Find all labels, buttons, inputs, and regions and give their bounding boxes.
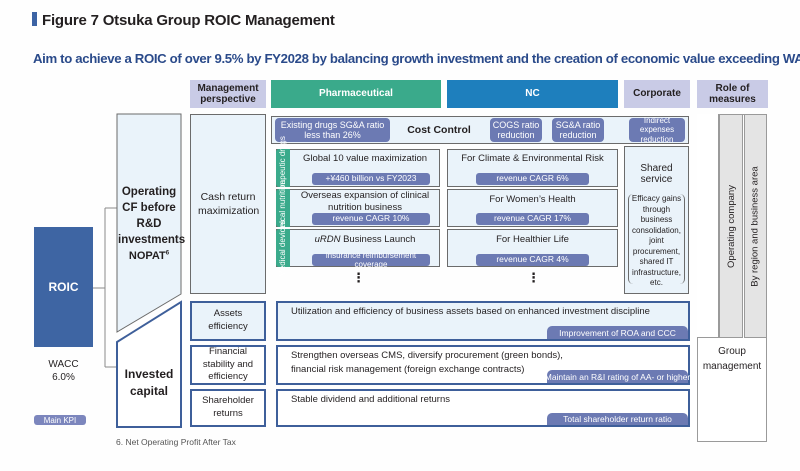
continuation-dots: ⋮ bbox=[352, 270, 365, 285]
segment-kpi: revenue CAGR 17% bbox=[476, 213, 589, 225]
operating-cf-shape bbox=[116, 113, 182, 333]
perspective-label: Shareholder returns bbox=[202, 395, 254, 419]
segment-kpi: revenue CAGR 6% bbox=[476, 173, 589, 185]
segment-side-label: Clinical nutrition bbox=[276, 180, 290, 236]
capital-row-text-line: Strengthen overseas CMS, diversify procu… bbox=[291, 350, 563, 361]
role-by-region: By region and business area bbox=[744, 114, 767, 338]
shared-service-title: Shared service bbox=[640, 163, 673, 185]
role-operating-company-label: Operating company bbox=[725, 184, 737, 268]
figure-title-text: Figure 7 Otsuka Group ROIC Management bbox=[42, 12, 335, 29]
capital-row-text: Strengthen overseas CMS, diversify procu… bbox=[291, 349, 563, 378]
perspective-label: Assets efficiency bbox=[208, 308, 248, 332]
capital-row-kpi: Improvement of ROA and CCC bbox=[547, 326, 688, 339]
kpi-cogs-ratio: COGS ratio reduction bbox=[490, 118, 542, 142]
segment-title: For Healthier Life bbox=[496, 234, 569, 245]
wacc-title: WACC bbox=[48, 359, 79, 370]
role-operating-company: Operating company bbox=[719, 114, 743, 338]
segment-kpi: insurance reimbursement coverage bbox=[312, 251, 430, 269]
segment-title-rest: Business Launch bbox=[340, 234, 416, 245]
figure-title: Figure 7 Otsuka Group ROIC Management bbox=[32, 12, 335, 29]
wacc-value: 6.0% bbox=[52, 372, 75, 383]
title-marker bbox=[32, 12, 37, 26]
role-by-region-label: By region and business area bbox=[750, 165, 762, 287]
invested-capital-shape bbox=[116, 300, 182, 428]
perspective-assets-efficiency: Assets efficiency bbox=[190, 301, 266, 341]
header-corporate: Corporate bbox=[624, 80, 690, 108]
capital-row-kpi: Total shareholder return ratio bbox=[547, 413, 688, 425]
segment-side-label: Medical devices bbox=[276, 220, 290, 276]
perspective-financial-stability: Financial stability and efficiency bbox=[190, 345, 266, 385]
cash-return-box: Cash return maximization bbox=[190, 114, 266, 294]
shared-service-box bbox=[624, 146, 689, 294]
kpi-indirect-expenses: Indirect expenses reduction bbox=[629, 116, 685, 144]
roic-box: ROIC bbox=[34, 227, 93, 347]
nopat-text: NOPAT bbox=[128, 250, 166, 262]
footnote: 6. Net Operating Profit After Tax bbox=[116, 437, 236, 447]
group-management-label: Group management bbox=[702, 346, 762, 372]
operating-cf-label: Operating CF before R&D investments bbox=[118, 186, 186, 247]
cash-return-label: Cash return maximization bbox=[198, 190, 260, 217]
capital-row-text: Utilization and efficiency of business a… bbox=[291, 306, 650, 317]
continuation-dots: ⋮ bbox=[527, 270, 540, 285]
segment-title: Global 10 value maximization bbox=[302, 153, 428, 164]
header-management-perspective: Management perspective bbox=[190, 80, 266, 108]
header-nc: NC bbox=[447, 80, 618, 108]
segment-title: For Climate & Environmental Risk bbox=[461, 153, 604, 164]
kpi-existing-drugs-sga: Existing drugs SG&A ratio less than 26% bbox=[275, 118, 390, 142]
segment-title: uRDN Business Launch bbox=[292, 234, 438, 246]
capital-row-text: Stable dividend and additional returns bbox=[291, 394, 450, 405]
header-pharmaceutical: Pharmaceutical bbox=[271, 80, 441, 108]
perspective-shareholder-returns: Shareholder returns bbox=[190, 389, 266, 427]
left-bracket bbox=[628, 194, 633, 284]
nopat-label: NOPAT6 bbox=[118, 250, 180, 262]
main-kpi-legend: Main KPI bbox=[34, 415, 86, 425]
wacc-label: WACC 6.0% bbox=[34, 358, 93, 384]
segment-title: Overseas expansion of clinical nutrition… bbox=[300, 190, 430, 213]
kpi-sga-ratio: SG&A ratio reduction bbox=[552, 118, 604, 142]
figure-subtitle: Aim to achieve a ROIC of over 9.5% by FY… bbox=[33, 51, 800, 66]
cost-control-label: Cost Control bbox=[407, 124, 471, 136]
segment-side-text: Medical devices bbox=[277, 219, 287, 277]
capital-row-text-line: financial risk management (foreign excha… bbox=[291, 364, 525, 376]
segment-title-italic: uRDN bbox=[314, 234, 341, 245]
capital-row-kpi: Maintain an R&I rating of AA- or higher bbox=[544, 370, 691, 383]
role-spacer bbox=[697, 114, 719, 338]
shared-service-description: Efficacy gains through business consolid… bbox=[631, 194, 682, 288]
segment-kpi: revenue CAGR 10% bbox=[312, 213, 430, 225]
perspective-label: Financial stability and efficiency bbox=[202, 345, 254, 383]
segment-title: For Women’s Health bbox=[489, 194, 576, 205]
invested-capital-label: Invested capital bbox=[124, 367, 174, 398]
segment-kpi: +¥460 billion vs FY2023 bbox=[312, 173, 430, 185]
nopat-footnote-ref: 6 bbox=[165, 250, 170, 257]
segment-side-label: Therapeutic drugs bbox=[276, 136, 290, 200]
header-role-of-measures: Role of measures bbox=[697, 80, 768, 108]
segment-kpi: revenue CAGR 4% bbox=[476, 254, 589, 266]
